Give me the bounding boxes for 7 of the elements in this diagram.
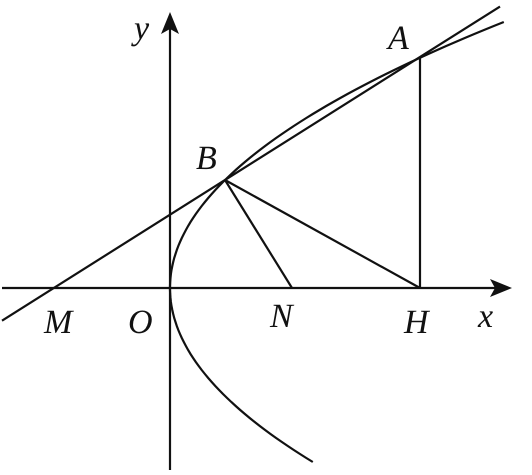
point-label: A: [388, 22, 409, 56]
axis-label: x: [478, 300, 494, 334]
point-label: N: [270, 300, 293, 334]
point-label: B: [196, 142, 217, 176]
point-label: H: [404, 306, 429, 340]
point-label: M: [44, 306, 72, 340]
point-label: O: [128, 306, 153, 340]
